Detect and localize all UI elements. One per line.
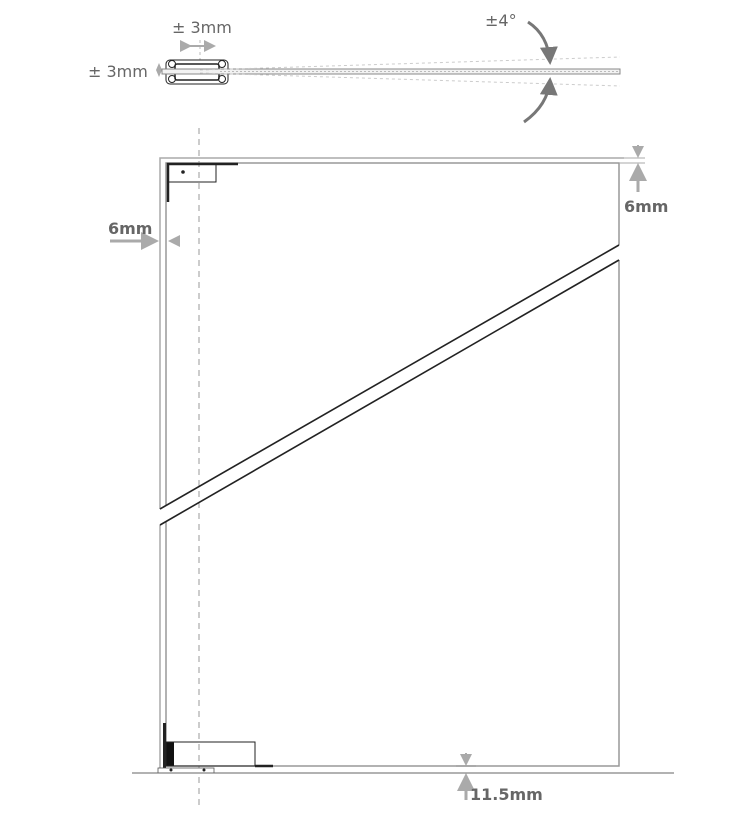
bottom-pivot-hinge [157, 723, 273, 774]
door-frame [159, 157, 624, 509]
diagonal-cut-bottom [159, 259, 620, 526]
glass-panel-top [161, 68, 621, 75]
top-view: ± 3mm ± 3mm ±4° [88, 11, 621, 124]
top-gap-label: 6mm [624, 197, 668, 216]
top-pivot-hinge [166, 162, 238, 202]
glass-panel [165, 162, 620, 505]
side-gap-label: 6mm [108, 219, 152, 238]
angle-adjust-label: ±4° [485, 11, 517, 30]
front-view: 6mm 6mm 11.5mm [108, 128, 674, 805]
angle-arrow-top [527, 20, 558, 65]
vertical-adjust-label: ± 3mm [88, 62, 148, 81]
floor-gap-label: 11.5mm [470, 785, 543, 804]
vertical-adjust-arrow [156, 63, 162, 77]
angle-arrow-bottom [523, 77, 558, 124]
diagonal-cut-top [159, 244, 620, 510]
horizontal-adjust-label: ± 3mm [172, 18, 232, 37]
